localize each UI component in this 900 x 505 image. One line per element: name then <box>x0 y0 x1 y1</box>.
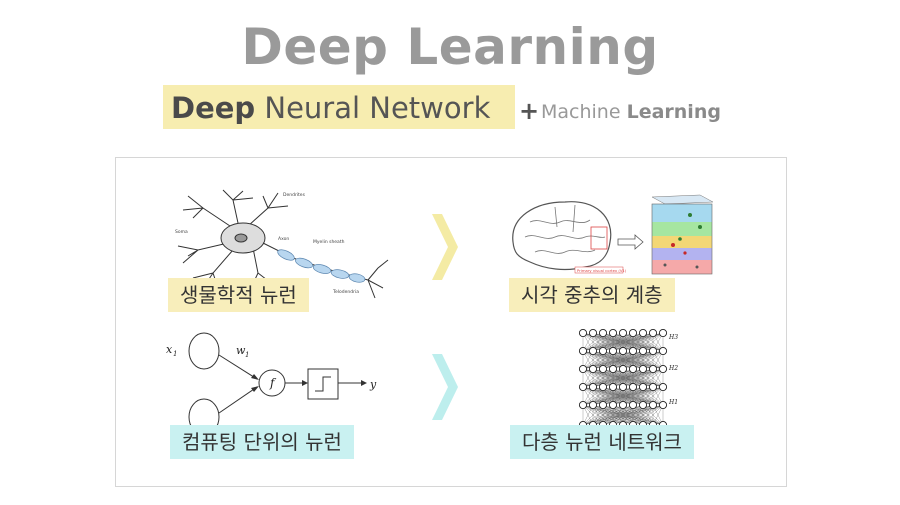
multilayer-network-drawing: H3 H2 H1 <box>578 328 678 430</box>
network-node <box>638 346 648 356</box>
network-node <box>608 364 618 374</box>
network-node <box>628 400 638 410</box>
network-node <box>618 400 628 410</box>
subtitle-machine: Machine <box>541 101 621 123</box>
arrow-cyan <box>432 354 458 420</box>
network-node <box>638 328 648 338</box>
network-node <box>578 328 588 338</box>
network-node <box>598 400 608 410</box>
network-node <box>588 346 598 356</box>
network-node <box>598 364 608 374</box>
network-node <box>648 364 658 374</box>
network-node <box>618 328 628 338</box>
network-node <box>638 364 648 374</box>
activation-f-label: f <box>269 376 277 390</box>
network-node <box>588 400 598 410</box>
subtitle-learning: Learning <box>626 101 721 123</box>
network-node <box>628 382 638 392</box>
layer-h1-label: H1 <box>668 399 678 406</box>
network-node <box>648 400 658 410</box>
layer-h2-label: H2 <box>668 365 678 372</box>
network-node <box>608 346 618 356</box>
network-node <box>658 364 668 374</box>
visual-cortex-panel: Primary visual cortex (V1) <box>505 187 730 287</box>
bio-neuron-drawing: Dendrites Soma Axon Myelin sheath Telode… <box>175 189 389 299</box>
output-y-label: y <box>369 378 377 391</box>
network-node <box>638 400 648 410</box>
subtitle-deep: Deep <box>171 91 256 125</box>
network-node <box>638 382 648 392</box>
network-node <box>608 328 618 338</box>
input-x1-sub: 1 <box>173 350 177 358</box>
cortex-v1-text: Primary visual cortex (V1) <box>577 268 627 273</box>
network-node <box>598 346 608 356</box>
network-node <box>608 382 618 392</box>
bio-neuron-panel: Dendrites Soma Axon Myelin sheath Telode… <box>163 188 393 308</box>
multilayer-network-label: 다층 뉴런 네트워크 <box>510 425 694 459</box>
visual-cortex-label: 시각 중추의 계층 <box>509 278 675 312</box>
network-node <box>648 346 658 356</box>
network-node <box>588 364 598 374</box>
network-node <box>658 346 668 356</box>
computing-neuron-drawing: x 1 w 1 f y <box>166 332 377 436</box>
input-x1-label: x <box>166 343 173 356</box>
visual-cortex-drawing: Primary visual cortex (V1) <box>512 194 714 275</box>
network-node <box>598 328 608 338</box>
network-node <box>628 346 638 356</box>
network-node <box>628 364 638 374</box>
computing-neuron-panel: x 1 w 1 f y <box>160 325 395 440</box>
network-node <box>588 382 598 392</box>
network-node <box>578 382 588 392</box>
network-node <box>608 400 618 410</box>
subtitle-plus: + <box>519 97 540 125</box>
arrow-yellow <box>432 214 458 280</box>
network-node <box>658 400 668 410</box>
network-node <box>618 382 628 392</box>
bio-text-dendrites: Dendrites <box>283 192 306 198</box>
subtitle-neural-network: Neural Network <box>264 91 491 125</box>
slide-title: Deep Learning <box>241 18 659 76</box>
subtitle-machine-learning: Machine Learning <box>541 101 721 123</box>
network-node <box>628 328 638 338</box>
network-node <box>648 328 658 338</box>
network-node <box>578 364 588 374</box>
layer-h3-label: H3 <box>668 334 678 341</box>
bio-neuron-label: 생물학적 뉴런 <box>168 278 309 312</box>
weight-w1-sub: 1 <box>245 351 249 359</box>
network-node <box>588 328 598 338</box>
network-node <box>618 364 628 374</box>
network-node <box>648 382 658 392</box>
network-node <box>578 400 588 410</box>
network-node <box>598 382 608 392</box>
network-node <box>658 382 668 392</box>
computing-neuron-label: 컴퓨팅 단위의 뉴런 <box>170 425 354 459</box>
network-node <box>618 346 628 356</box>
weight-w1-label: w <box>236 344 246 357</box>
bio-text-myelin: Myelin sheath <box>313 239 345 245</box>
subtitle-main: Deep Neural Network <box>171 91 490 125</box>
bio-text-soma: Soma <box>175 229 188 235</box>
subtitle-highlight <box>163 85 515 129</box>
network-node <box>578 346 588 356</box>
bio-text-telodendria: Telodendria <box>332 289 359 295</box>
bio-text-axon: Axon <box>278 236 289 242</box>
network-node <box>658 328 668 338</box>
multilayer-network-panel: H3 H2 H1 <box>575 325 685 435</box>
